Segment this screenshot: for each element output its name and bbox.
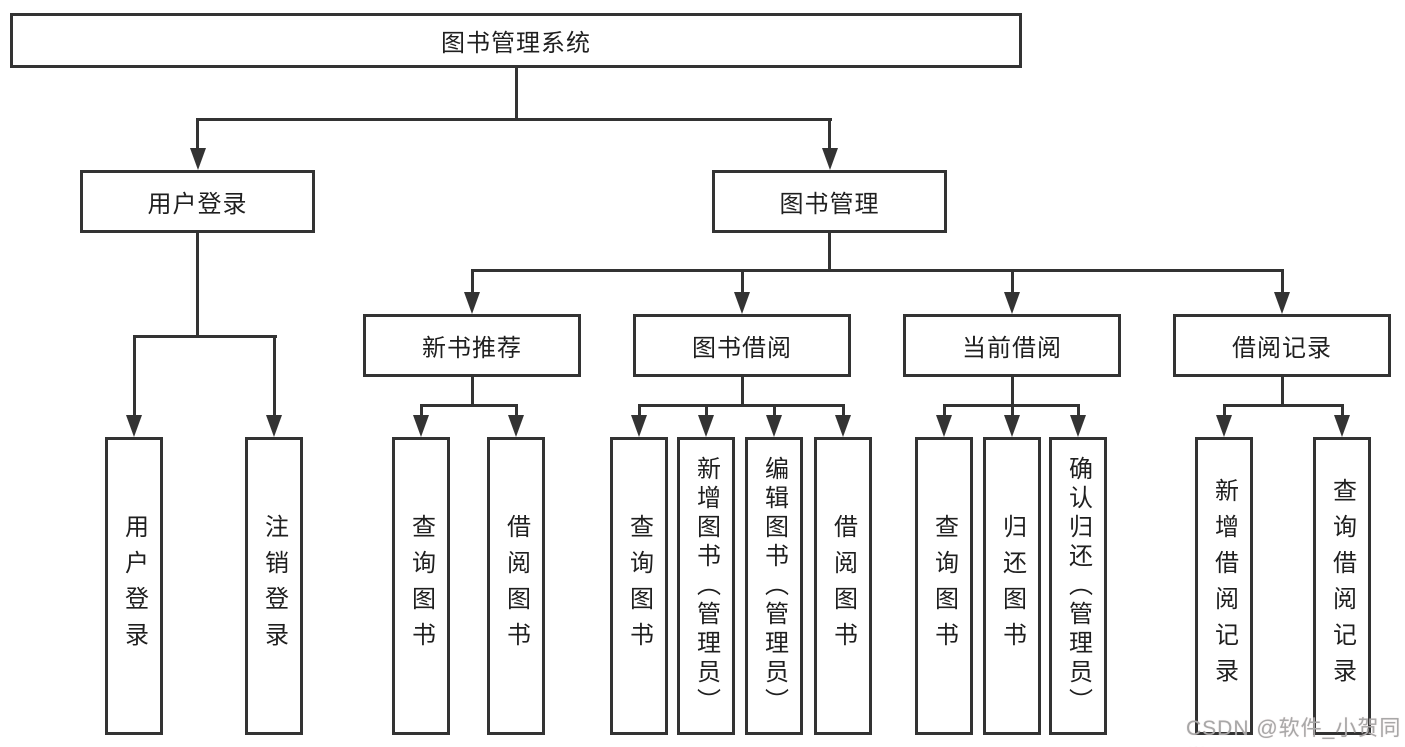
- arrow-down-icon: [1274, 292, 1290, 314]
- connector-line: [419, 404, 423, 419]
- leaf-search-borrow-record: 查询借阅记录: [1313, 437, 1371, 735]
- leaf-add-book-admin: 新增图书（管理员）: [677, 437, 735, 735]
- connector-line: [740, 269, 744, 295]
- connector-line: [196, 118, 199, 152]
- leaf-search-books-borrowing: 查询图书: [610, 437, 668, 735]
- connector-line: [740, 377, 744, 407]
- leaf-search-books-recommend: 查询图书: [392, 437, 450, 735]
- arrow-down-icon: [508, 415, 524, 437]
- connector-line: [1222, 404, 1344, 407]
- connector-line: [704, 404, 708, 419]
- connector-line: [1222, 404, 1226, 419]
- arrow-down-icon: [766, 415, 782, 437]
- node-new-book-recommendation: 新书推荐: [363, 314, 581, 377]
- arrow-down-icon: [1004, 292, 1020, 314]
- leaf-search-books-current: 查询图书: [915, 437, 973, 735]
- connector-line: [196, 118, 832, 121]
- arrow-down-icon: [936, 415, 952, 437]
- connector-line: [132, 335, 277, 338]
- connector-line: [132, 335, 136, 419]
- arrow-down-icon: [1070, 415, 1086, 437]
- connector-line: [1010, 269, 1014, 295]
- connector-line: [1076, 404, 1080, 419]
- arrow-down-icon: [631, 415, 647, 437]
- leaf-add-borrow-record: 新增借阅记录: [1195, 437, 1253, 735]
- connector-line: [841, 404, 845, 419]
- node-book-management: 图书管理: [712, 170, 947, 233]
- arrow-down-icon: [1216, 415, 1232, 437]
- connector-line: [1280, 377, 1284, 407]
- arrow-down-icon: [698, 415, 714, 437]
- node-library-management-system: 图书管理系统: [10, 13, 1022, 68]
- connector-line: [828, 233, 831, 272]
- connector-line: [196, 233, 199, 338]
- connector-line: [942, 404, 946, 419]
- connector-line: [470, 269, 1284, 272]
- connector-line: [637, 404, 641, 419]
- node-book-borrowing: 图书借阅: [633, 314, 851, 377]
- connector-line: [637, 404, 845, 407]
- arrow-down-icon: [413, 415, 429, 437]
- csdn-watermark: CSDN @软件_小贺同学: [1186, 717, 1402, 740]
- arrow-down-icon: [734, 292, 750, 314]
- connector-line: [419, 404, 518, 407]
- arrow-down-icon: [464, 292, 480, 314]
- arrow-down-icon: [266, 415, 282, 437]
- node-user-login: 用户登录: [80, 170, 315, 233]
- connector-line: [470, 269, 474, 295]
- connector-line: [772, 404, 776, 419]
- arrow-down-icon: [1004, 415, 1020, 437]
- arrow-down-icon: [1334, 415, 1350, 437]
- connector-line: [470, 377, 474, 407]
- leaf-logout: 注销登录: [245, 437, 303, 735]
- arrow-down-icon: [126, 415, 142, 437]
- connector-line: [272, 335, 276, 419]
- leaf-edit-book-admin: 编辑图书（管理员）: [745, 437, 803, 735]
- leaf-borrow-books-recommend: 借阅图书: [487, 437, 545, 735]
- arrow-down-icon: [821, 148, 838, 170]
- arrow-down-icon: [835, 415, 851, 437]
- connector-line: [1340, 404, 1344, 419]
- connector-line: [1280, 269, 1284, 295]
- leaf-borrow-books: 借阅图书: [814, 437, 872, 735]
- leaf-confirm-return-admin: 确认归还（管理员）: [1049, 437, 1107, 735]
- node-borrowing-records: 借阅记录: [1173, 314, 1391, 377]
- node-current-borrowing: 当前借阅: [903, 314, 1121, 377]
- connector-line: [514, 404, 518, 419]
- connector-line: [514, 68, 518, 121]
- leaf-user-login: 用户登录: [105, 437, 163, 735]
- connector-line: [1010, 404, 1014, 419]
- connector-line: [1010, 377, 1014, 407]
- leaf-return-books: 归还图书: [983, 437, 1041, 735]
- connector-line: [828, 118, 831, 152]
- arrow-down-icon: [189, 148, 206, 170]
